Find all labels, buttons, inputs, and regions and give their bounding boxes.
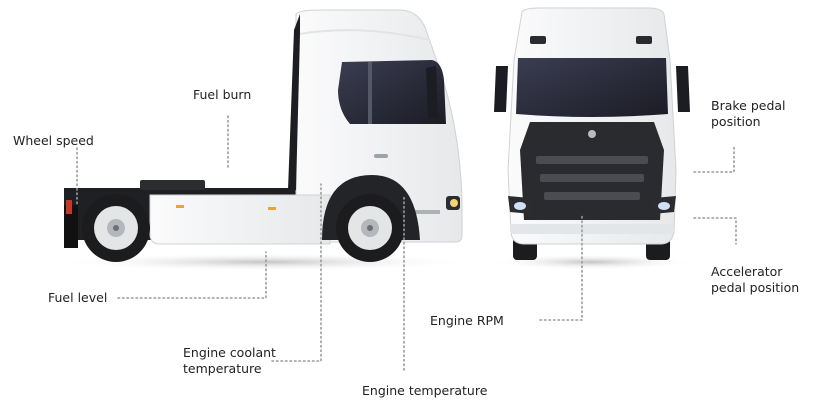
label-engine-temperature: Engine temperature bbox=[362, 383, 488, 398]
cab-side-window bbox=[338, 60, 446, 124]
cab-window-divider bbox=[368, 62, 372, 124]
side-mirror bbox=[426, 66, 438, 118]
brand-logo bbox=[588, 130, 596, 138]
leader-engine-rpm bbox=[539, 213, 583, 321]
rear-tail bbox=[64, 205, 78, 248]
fifth-wheel bbox=[140, 180, 205, 190]
mirror-right bbox=[676, 66, 690, 112]
front-wheel bbox=[336, 194, 404, 262]
windshield bbox=[516, 58, 668, 117]
truck-side-view bbox=[55, 9, 475, 271]
rear-light bbox=[66, 200, 72, 214]
leader-coolant bbox=[271, 183, 322, 362]
leader-brake-pedal bbox=[693, 145, 735, 173]
label-engine-coolant-line2: temperature bbox=[183, 361, 262, 376]
door-handle bbox=[374, 154, 388, 158]
side-skirt bbox=[149, 194, 331, 245]
headlight-left-lamp bbox=[514, 202, 526, 210]
cab-steps bbox=[412, 210, 440, 214]
skirt-reflector-2 bbox=[268, 207, 276, 210]
mirror-left bbox=[494, 66, 508, 112]
front-bumper bbox=[510, 224, 674, 234]
label-accelerator-pedal: Accelerator pedal position bbox=[711, 264, 799, 296]
rear-wheel bbox=[82, 194, 150, 262]
headlight-lamp-side bbox=[450, 199, 458, 207]
roof-light-right bbox=[636, 36, 652, 44]
label-fuel-burn: Fuel burn bbox=[193, 87, 252, 102]
cab-rear-edge bbox=[288, 14, 300, 190]
leader-lines bbox=[76, 115, 737, 371]
label-engine-rpm: Engine RPM bbox=[430, 313, 504, 328]
leader-fuel-level bbox=[117, 251, 267, 299]
label-accelerator-pedal-line1: Accelerator bbox=[711, 264, 783, 279]
label-fuel-level: Fuel level bbox=[48, 290, 108, 305]
skirt-reflector-1 bbox=[176, 205, 184, 208]
label-engine-coolant-line1: Engine coolant bbox=[183, 345, 276, 360]
ground-shadow-front bbox=[487, 254, 697, 270]
label-engine-coolant: Engine coolant temperature bbox=[183, 345, 276, 377]
grille-slats bbox=[536, 156, 648, 200]
cab-roof-line bbox=[299, 29, 431, 41]
label-brake-pedal-line2: position bbox=[711, 114, 761, 129]
label-brake-pedal: Brake pedal position bbox=[711, 98, 786, 130]
leader-accelerator bbox=[693, 217, 737, 245]
headlight-right-lamp bbox=[658, 202, 670, 210]
truck-front-view bbox=[487, 7, 697, 270]
label-wheel-speed: Wheel speed bbox=[13, 133, 94, 148]
label-accelerator-pedal-line2: pedal position bbox=[711, 280, 800, 295]
roof-light-left bbox=[530, 36, 546, 44]
label-brake-pedal-line1: Brake pedal bbox=[711, 98, 786, 113]
